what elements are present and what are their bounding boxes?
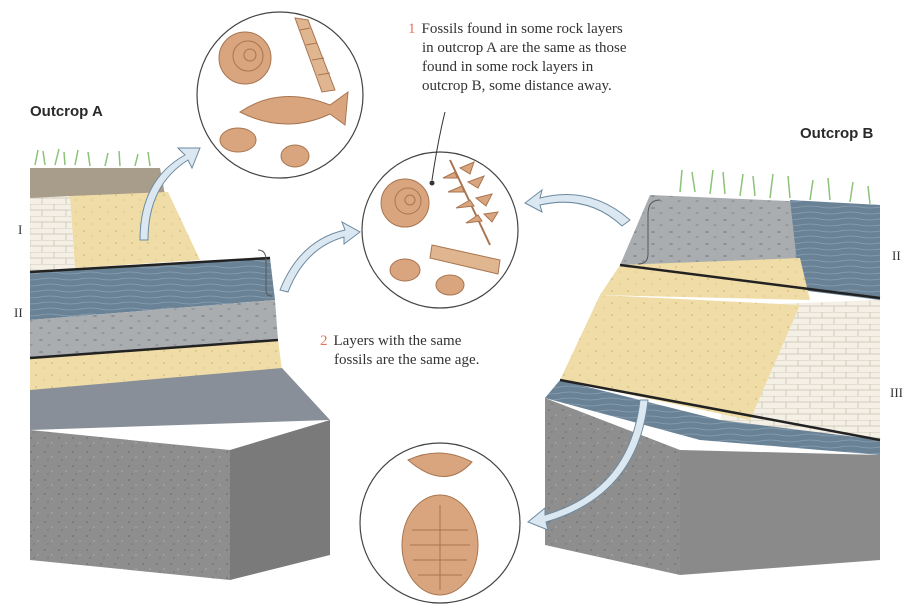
arrow-b-to-center (525, 190, 630, 226)
outcrop-a-label: Outcrop A (30, 103, 103, 120)
note-1-line-1: Fossils found in some rock layers (422, 21, 623, 37)
arrow-a-to-center (280, 222, 360, 292)
note-2: 2 Layers with the same fossils are the sa… (320, 332, 479, 370)
layer-ii-left-label: II (14, 305, 23, 321)
layer-iii-label: III (890, 385, 903, 401)
trilobite-fossil-icon (402, 495, 478, 595)
note-1: 1 Fossils found in some rock layers in ou… (408, 20, 627, 96)
layer-ii-right-label: II (892, 248, 901, 264)
bedrock-side-a (230, 420, 330, 580)
note1-leader-dot (430, 181, 435, 186)
outcrop-a-block (30, 149, 330, 580)
fossil-circle-center (362, 152, 518, 308)
note-1-line-2: in outcrop A are the same as those (408, 39, 627, 58)
outcrop-b-label: Outcrop B (800, 125, 873, 142)
sandstone-upper-a (70, 192, 200, 268)
note-2-number: 2 (320, 333, 328, 349)
note-1-line-4: outcrop B, some distance away. (408, 77, 627, 96)
grass-a (35, 149, 150, 166)
note-1-number: 1 (408, 21, 416, 37)
note-1-line-3: found in some rock layers in (408, 58, 627, 77)
note-2-line-1: Layers with the same (334, 333, 462, 349)
outcrop-b-block (545, 170, 880, 575)
layer-i-label: I (18, 222, 22, 238)
limestone-a (30, 196, 75, 272)
bedrock-front-a (30, 430, 230, 580)
bedrock-side-b (680, 450, 880, 575)
note-2-line-2: fossils are the same age. (320, 351, 479, 370)
ammonite-fossil-icon-center (381, 179, 429, 227)
fossil-circle-bottom (360, 443, 520, 603)
ammonite-fossil-icon (219, 32, 271, 84)
fossil-circle-top (197, 12, 363, 178)
